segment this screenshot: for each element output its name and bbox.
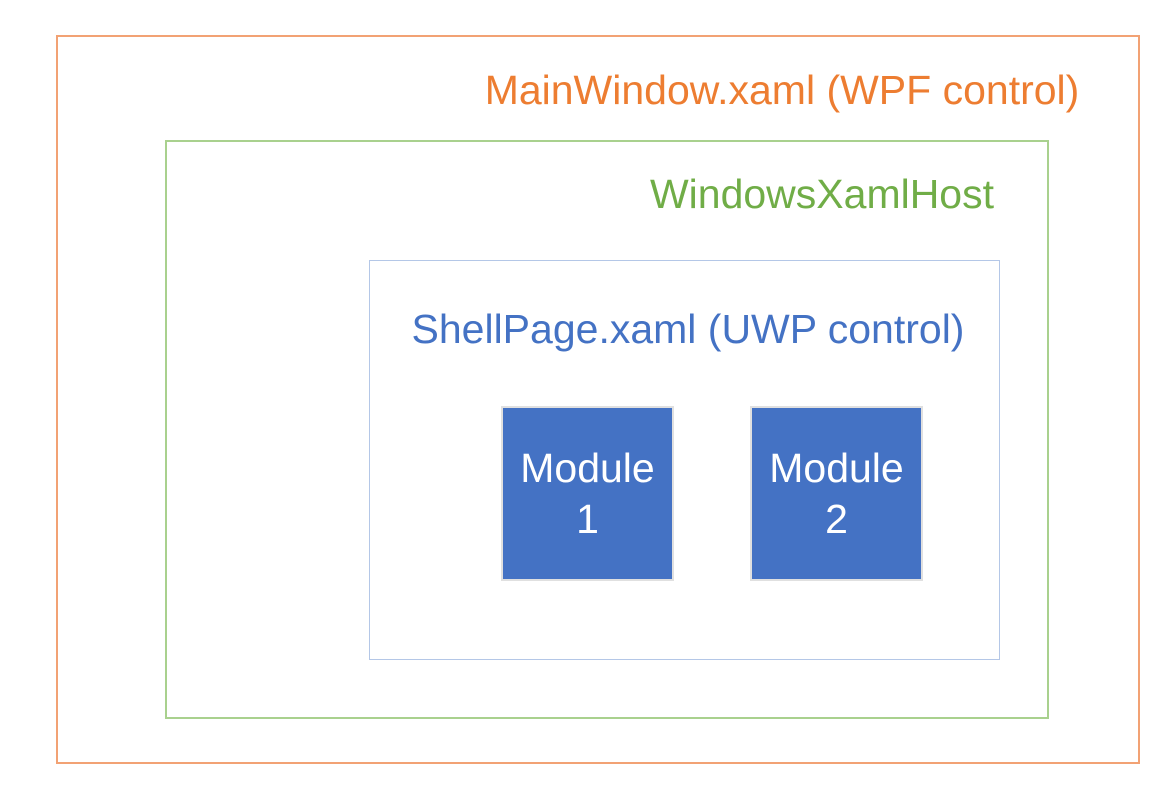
module-2-label-line2: 2 — [825, 495, 848, 542]
shellpage-uwp-box — [369, 260, 1000, 660]
module-2-label-line1: Module — [769, 444, 904, 491]
mainwindow-wpf-box — [56, 35, 1140, 764]
shellpage-uwp-label: ShellPage.xaml (UWP control) — [411, 306, 965, 352]
module-1-label-line1: Module — [520, 444, 655, 491]
module-2-box: Module 2 — [750, 406, 923, 581]
windowsxamlhost-label: WindowsXamlHost — [649, 171, 995, 217]
windowsxamlhost-box — [165, 140, 1049, 719]
module-1-box: Module 1 — [501, 406, 674, 581]
module-1-label-line2: 1 — [576, 495, 599, 542]
mainwindow-wpf-label: MainWindow.xaml (WPF control) — [484, 67, 1080, 113]
